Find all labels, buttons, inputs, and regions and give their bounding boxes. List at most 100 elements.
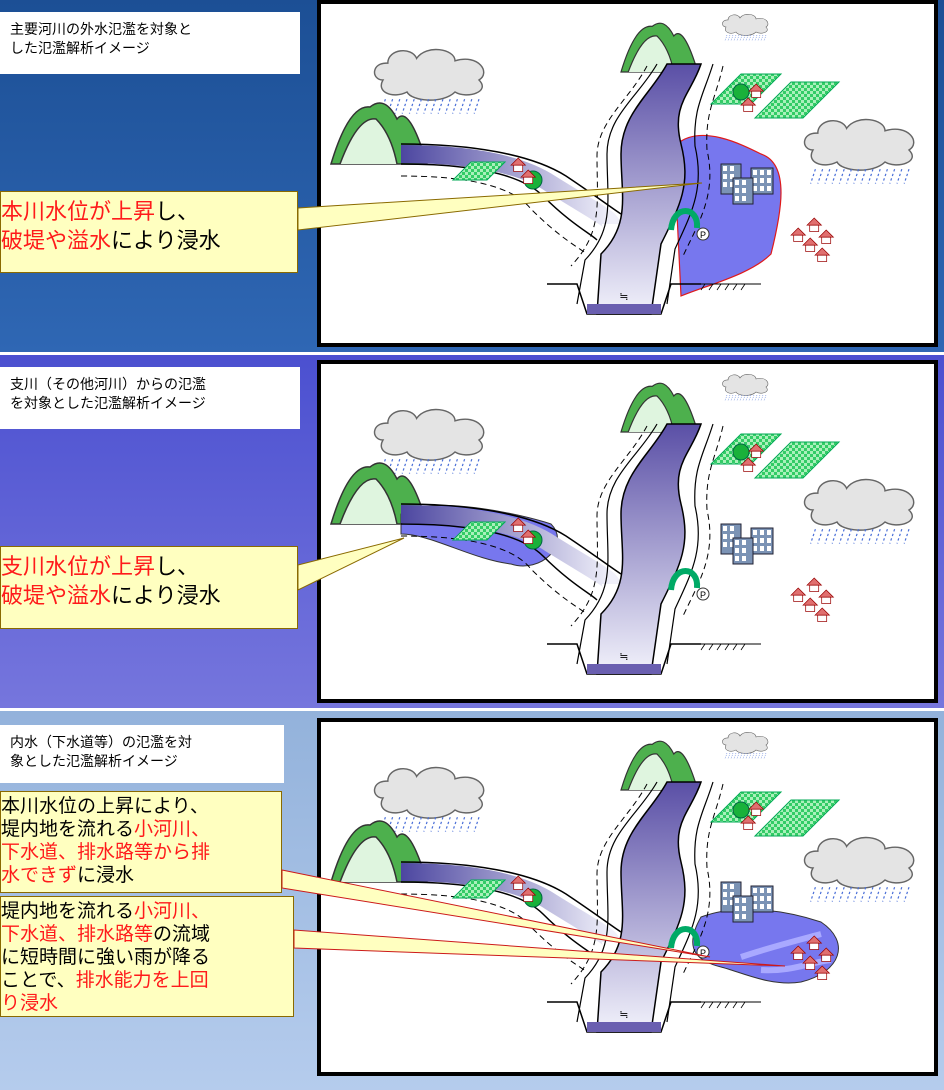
callout-line: 破堤や溢水により浸水 xyxy=(1,582,291,611)
rain-drop xyxy=(860,887,867,902)
callout-text: に浸水 xyxy=(77,864,135,886)
rain-drop xyxy=(727,394,731,402)
house-icon xyxy=(806,217,823,232)
rain-drop xyxy=(466,99,473,114)
cloud-shape xyxy=(722,732,769,754)
house-icon xyxy=(740,97,757,112)
rain-drop xyxy=(882,529,888,544)
rain-drop xyxy=(742,34,746,42)
house-icon xyxy=(748,443,765,458)
ground-hatch xyxy=(716,643,722,651)
rain-drop xyxy=(882,887,888,902)
ground-hatch xyxy=(708,283,714,291)
rain-drop xyxy=(739,34,743,42)
rice-field-icon xyxy=(753,799,841,837)
house-roof xyxy=(802,237,819,246)
rain-drop xyxy=(751,34,755,42)
callout-text-highlight: 水できず xyxy=(1,864,78,886)
callout-box: 本川水位が上昇し、 破堤や溢水により浸水 xyxy=(0,191,298,273)
diagram-svg: ≒P xyxy=(329,732,915,1033)
rain-drop xyxy=(903,529,910,544)
building-icon xyxy=(720,523,774,565)
house-roof xyxy=(790,587,807,596)
rain-drop xyxy=(452,99,458,114)
callout-line: 堤内地を流れる小河川、 xyxy=(1,818,279,841)
main-river xyxy=(596,423,703,675)
ground-hatch xyxy=(724,283,730,291)
house-wall xyxy=(809,942,820,950)
building-window xyxy=(723,182,727,187)
rain-drop xyxy=(733,752,737,760)
building-window xyxy=(753,546,757,551)
callout-text: により浸水 xyxy=(111,584,221,609)
rain-drop xyxy=(748,752,752,760)
rain-drop xyxy=(739,752,743,760)
building-icon xyxy=(720,163,774,205)
levee-line xyxy=(400,523,598,601)
rain-drop xyxy=(730,752,734,760)
rain-drop xyxy=(416,817,422,832)
title-line: 象とした氾濫解析イメージ xyxy=(10,754,178,770)
rain-drop xyxy=(466,817,473,832)
building-window xyxy=(723,542,727,547)
ground-hatch xyxy=(724,1001,730,1009)
house-icon xyxy=(814,607,831,622)
rain-drop xyxy=(754,752,758,760)
ground-hatch xyxy=(708,643,714,651)
cross-section-water xyxy=(587,304,661,314)
mountain-shape xyxy=(627,753,675,791)
building-window xyxy=(730,526,734,531)
levee-line xyxy=(576,423,658,665)
cloud-shape xyxy=(722,374,769,396)
callout-text: ことで、 xyxy=(1,969,76,991)
building-window xyxy=(742,898,746,903)
rain-drop xyxy=(853,887,860,902)
callout-text-highlight: 小河川、 xyxy=(134,818,211,840)
house-icon xyxy=(510,517,527,532)
building-window xyxy=(735,188,739,193)
rain-drop xyxy=(437,817,444,832)
flood-diagram: ≒P xyxy=(317,0,938,347)
callout-line: ことで、排水能力を上回 xyxy=(1,969,291,992)
building-window xyxy=(742,906,746,911)
building-window xyxy=(742,196,746,201)
title-line: を対象とした氾濫解析イメージ xyxy=(10,396,206,412)
house-wall xyxy=(523,536,534,544)
rain-drop xyxy=(473,99,480,114)
ground-hatch xyxy=(732,283,738,291)
house-wall xyxy=(805,244,816,252)
rain-drop xyxy=(408,459,415,474)
building-window xyxy=(753,538,757,543)
rain-drop xyxy=(727,34,731,42)
cross-section-water xyxy=(587,1022,661,1032)
levee-dashed xyxy=(570,65,648,267)
rain-drop xyxy=(416,459,422,474)
rain-drop xyxy=(724,752,728,760)
building-window xyxy=(760,896,764,901)
callout-text: し、 xyxy=(155,555,200,580)
house-wall xyxy=(805,962,816,970)
panel-title: 主要河川の外水氾濫を対象と した氾濫解析イメージ xyxy=(0,12,300,74)
rain-drop xyxy=(860,169,867,184)
ground-hatch xyxy=(732,643,738,651)
rain-drop xyxy=(889,887,896,902)
building-window xyxy=(723,534,727,539)
house-wall xyxy=(793,952,804,960)
callout-line: 下水道、排水路等の流域 xyxy=(1,923,291,946)
building-window xyxy=(723,892,727,897)
rain-drop xyxy=(824,887,831,902)
title-line: した氾濫解析イメージ xyxy=(10,41,150,57)
pump-label: P xyxy=(700,590,706,600)
rain-drop xyxy=(754,394,758,402)
house-icon xyxy=(748,83,765,98)
pump-body xyxy=(696,227,710,241)
building-window xyxy=(742,188,746,193)
rain-cloud-icon xyxy=(722,732,769,760)
rain-drop xyxy=(757,394,761,402)
levee-line xyxy=(576,63,658,305)
building-window xyxy=(753,186,757,191)
rain-drop xyxy=(896,529,903,544)
building-window xyxy=(753,896,757,901)
building-icon xyxy=(720,881,774,923)
house-icon xyxy=(818,947,835,962)
